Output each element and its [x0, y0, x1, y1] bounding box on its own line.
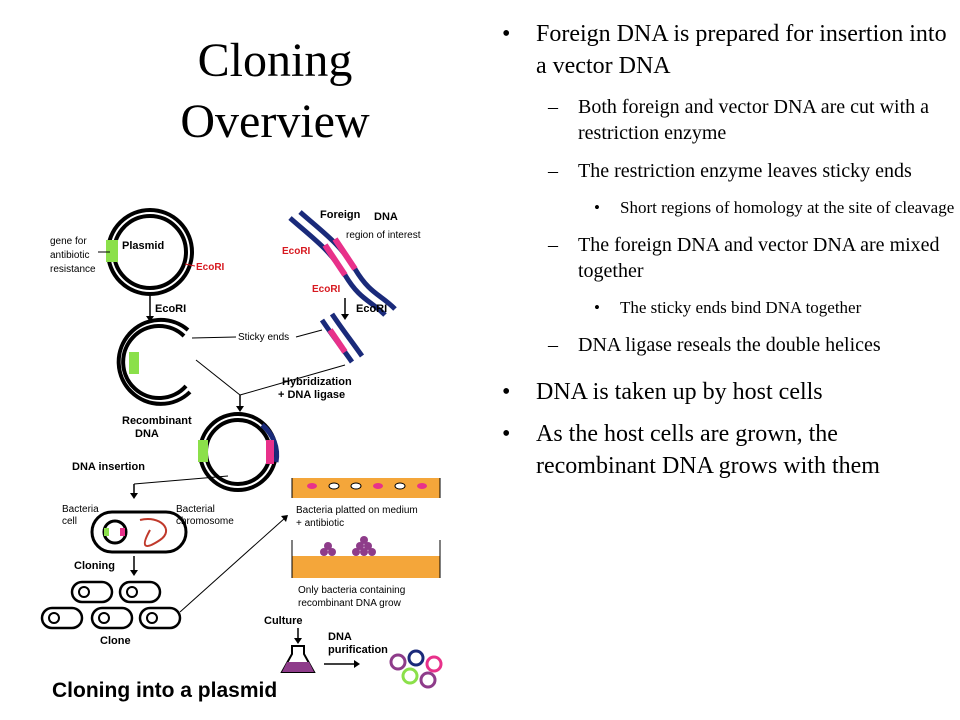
title-line-2: Overview [180, 95, 370, 148]
bullet-level-2: The foreign DNA and vector DNA are mixed… [500, 232, 956, 284]
bullet-level-2: DNA ligase reseals the double helices [500, 332, 956, 358]
dna-insertion-label: DNA insertion [72, 461, 145, 473]
ecori-label: EcoRI [282, 246, 311, 257]
bullet-level-3: Short regions of homology at the site of… [500, 196, 956, 220]
bullet-level-2: The restriction enzyme leaves sticky end… [500, 158, 956, 184]
purification-label: DNA purification [328, 631, 388, 656]
plated-label: Bacteria platted on medium + antibiotic [296, 505, 421, 529]
bullet-level-1: As the host cells are grown, the recombi… [500, 418, 956, 482]
only-bacteria-label: Only bacteria containing recombinant DNA… [298, 585, 408, 609]
foreign-dna-strands [288, 210, 397, 317]
sticky-ends-label: Sticky ends [238, 332, 289, 343]
ecori-label: EcoRI [356, 303, 387, 315]
diagram-caption: Cloning into a plasmid [52, 679, 278, 702]
plasmid-ring [106, 208, 194, 296]
bacteria-cell [90, 510, 188, 554]
plate-2 [291, 536, 441, 578]
title-line-1: Cloning [197, 34, 353, 87]
cut-plasmid [116, 317, 192, 406]
clone-cells [40, 580, 182, 630]
cloning-label: Cloning [74, 560, 115, 572]
slide-title: Cloning Overview [175, 30, 375, 152]
bullet-level-1: DNA is taken up by host cells [500, 376, 956, 408]
bacterial-chromosome-label: Bacterial chromosome [176, 504, 234, 527]
culture-flask [280, 645, 316, 673]
ecori-label: EcoRI [155, 303, 186, 315]
foreign-dna-label: DNA [374, 211, 398, 223]
bullet-level-3: The sticky ends bind DNA together [500, 296, 956, 320]
recombinant-label: Recombinant DNA [122, 415, 195, 440]
recombinant-plasmid [198, 412, 280, 492]
plate-1 [291, 478, 441, 498]
ecori-label: EcoRI [312, 284, 341, 295]
bullet-level-2: Both foreign and vector DNA are cut with… [500, 94, 956, 146]
cut-foreign-fragment [319, 312, 365, 364]
plasmid-label: Plasmid [122, 240, 164, 252]
gene-label: gene for antibiotic resistance [50, 236, 96, 275]
culture-label: Culture [264, 615, 303, 627]
foreign-label: Foreign [320, 209, 361, 221]
bullet-list: Foreign DNA is prepared for insertion in… [500, 18, 956, 492]
region-label: region of interest [346, 230, 421, 241]
purified-plasmids [389, 649, 443, 689]
ecori-label: EcoRI [196, 262, 225, 273]
clone-label: Clone [100, 635, 131, 647]
bacteria-cell-label: Bacteria cell [62, 504, 101, 527]
bullet-level-1: Foreign DNA is prepared for insertion in… [500, 18, 956, 82]
hybridization-label: Hybridization + DNA ligase [278, 376, 355, 401]
